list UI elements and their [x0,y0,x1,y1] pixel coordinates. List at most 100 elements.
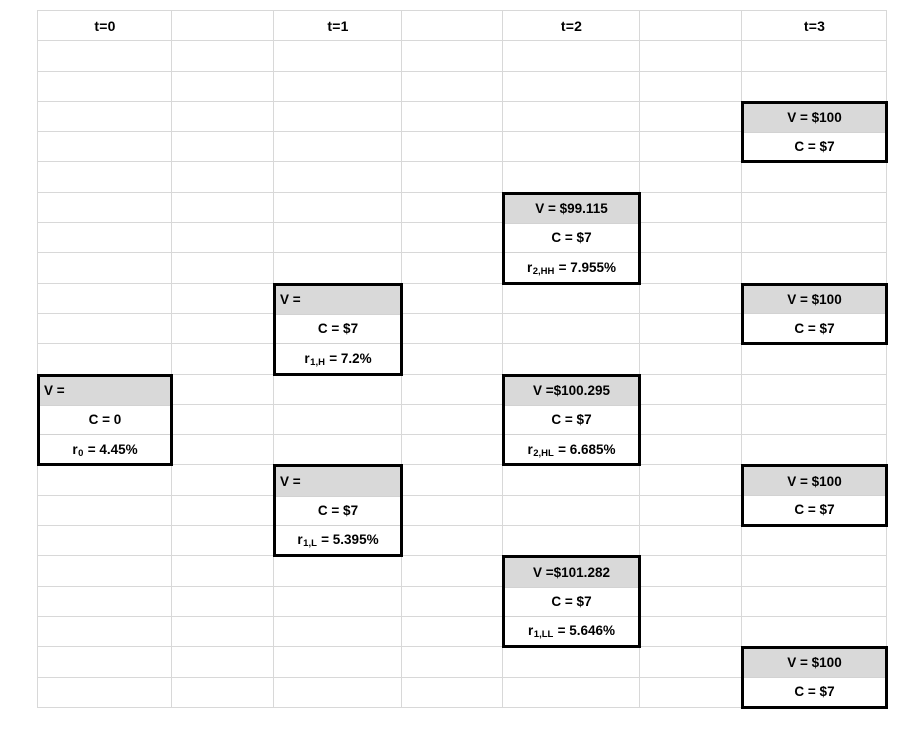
grid-cell [172,616,274,648]
grid-cell [640,162,742,193]
grid-cell [402,677,503,708]
grid-cell [640,11,742,42]
node-t3-hhl-box: V = $100 C = $7 [741,282,888,346]
column-header-t3: t=3 [803,18,826,35]
grid-cell [402,495,503,527]
grid-cell [402,435,503,466]
grid-cell [172,435,274,466]
rate-symbol: r [528,623,534,639]
node-coupon-text: C = $7 [794,502,835,518]
grid-cell [38,132,172,163]
grid-cell [274,677,402,708]
grid-cell [172,556,274,587]
node-coupon-row: C = $7 [744,131,885,161]
grid-cell [274,435,402,466]
node-value-text: V =$101.282 [533,564,610,580]
grid-cell [503,465,640,496]
grid-cell [742,404,887,436]
grid-cell [274,162,402,193]
grid-cell [742,526,887,557]
node-coupon-text: C = $7 [551,594,592,610]
node-value-text: V = $100 [787,655,842,671]
grid-cell [503,132,640,163]
grid-cell [402,253,503,284]
rate-value: = 7.2% [325,350,372,366]
grid-cell [38,647,172,678]
node-coupon-row: C = $7 [276,495,400,525]
node-coupon-text: C = 0 [88,412,122,428]
grid-cell [640,465,742,496]
grid-cell [274,41,402,72]
grid-cell [274,556,402,587]
grid-cell [274,223,402,254]
rate-subscript: 1,L [303,538,317,550]
node-coupon-row: C = $7 [744,495,885,524]
node-value-text: V = [280,473,301,489]
grid-cell [742,162,887,193]
grid-cell [38,616,172,648]
node-value-row: V =$100.295 [505,376,638,405]
node-value-text: V = [280,292,301,308]
grid-cell [402,11,503,42]
grid-cell [640,344,742,375]
rate-subscript: 1,H [310,356,325,368]
node-value-row: V = $100 [744,285,885,314]
node-value-text: V = [44,382,65,398]
node-value-text: V = $100 [787,110,842,126]
grid-cell [742,586,887,617]
grid-cell [274,404,402,436]
grid-cell [172,465,274,496]
column-header-t0: t=0 [94,18,116,35]
rate-subscript: 0 [78,447,84,459]
grid-cell [172,374,274,405]
node-value-text: V = $100 [787,473,842,489]
grid-cell [742,374,887,405]
grid-cell [38,101,172,133]
grid-cell [503,495,640,527]
grid-cell [38,192,172,224]
node-value-text: V =$100.295 [533,382,610,398]
grid-cell [402,465,503,496]
node-value-row: V = $100 [744,649,885,678]
rate-value: = 6.685% [554,441,616,457]
grid-cell [402,192,503,224]
grid-cell [172,253,274,284]
grid-cell [640,404,742,436]
grid-cell [742,616,887,648]
grid-cell [640,41,742,72]
grid-cell [172,192,274,224]
grid-cell [172,313,274,345]
grid-cell [172,586,274,617]
grid-cell [402,647,503,678]
grid-cell [503,71,640,102]
grid-cell [640,677,742,708]
node-value-row: V = [276,467,400,496]
grid-cell [402,404,503,436]
grid-cell [274,11,402,42]
grid-cell [640,647,742,678]
grid-cell [742,223,887,254]
grid-cell [742,556,887,587]
grid-cell [172,526,274,557]
grid-cell [172,101,274,133]
grid-cell [640,71,742,102]
rate-value: = 4.45% [83,441,138,457]
grid-cell [38,344,172,375]
rate-symbol: r [526,259,533,275]
grid-cell [742,344,887,375]
grid-cell [172,647,274,678]
rate-symbol: r [527,441,533,457]
grid-cell [274,132,402,163]
rate-subscript: 2,HL [533,447,554,459]
node-coupon-row: C = $7 [505,223,638,252]
grid-cell [274,647,402,678]
rate-subscript: 2,HH [532,265,555,277]
